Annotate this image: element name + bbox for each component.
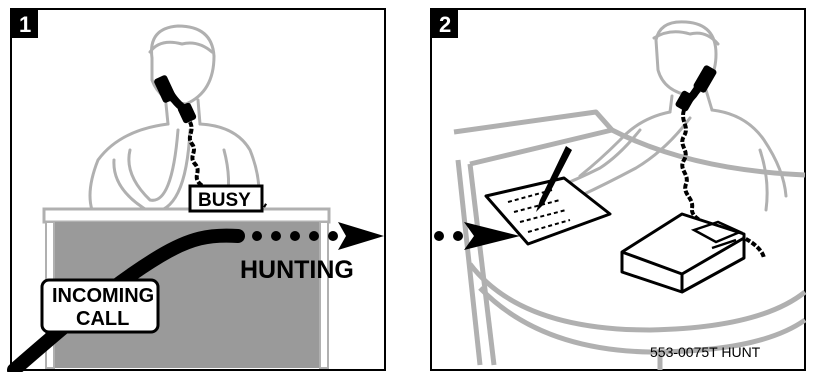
hunting-label: HUNTING: [240, 256, 354, 284]
incoming-label-line2: CALL: [76, 308, 129, 330]
panel-2-number: 2: [439, 12, 451, 37]
panel-1: 1: [11, 9, 385, 370]
figure-code: 553-0075T HUNT: [650, 344, 761, 360]
panel-1-number: 1: [19, 12, 31, 37]
incoming-label-line1: INCOMING: [52, 285, 154, 307]
panel-2: 2: [431, 9, 805, 370]
desk-2: [454, 112, 805, 370]
person-figure-2: [560, 22, 786, 210]
incoming-call-box: INCOMING CALL: [42, 280, 158, 332]
transfer-dots: [434, 231, 463, 241]
busy-sign: BUSY: [190, 186, 262, 211]
busy-label: BUSY: [198, 190, 251, 211]
telephone-set-icon: [622, 214, 744, 292]
